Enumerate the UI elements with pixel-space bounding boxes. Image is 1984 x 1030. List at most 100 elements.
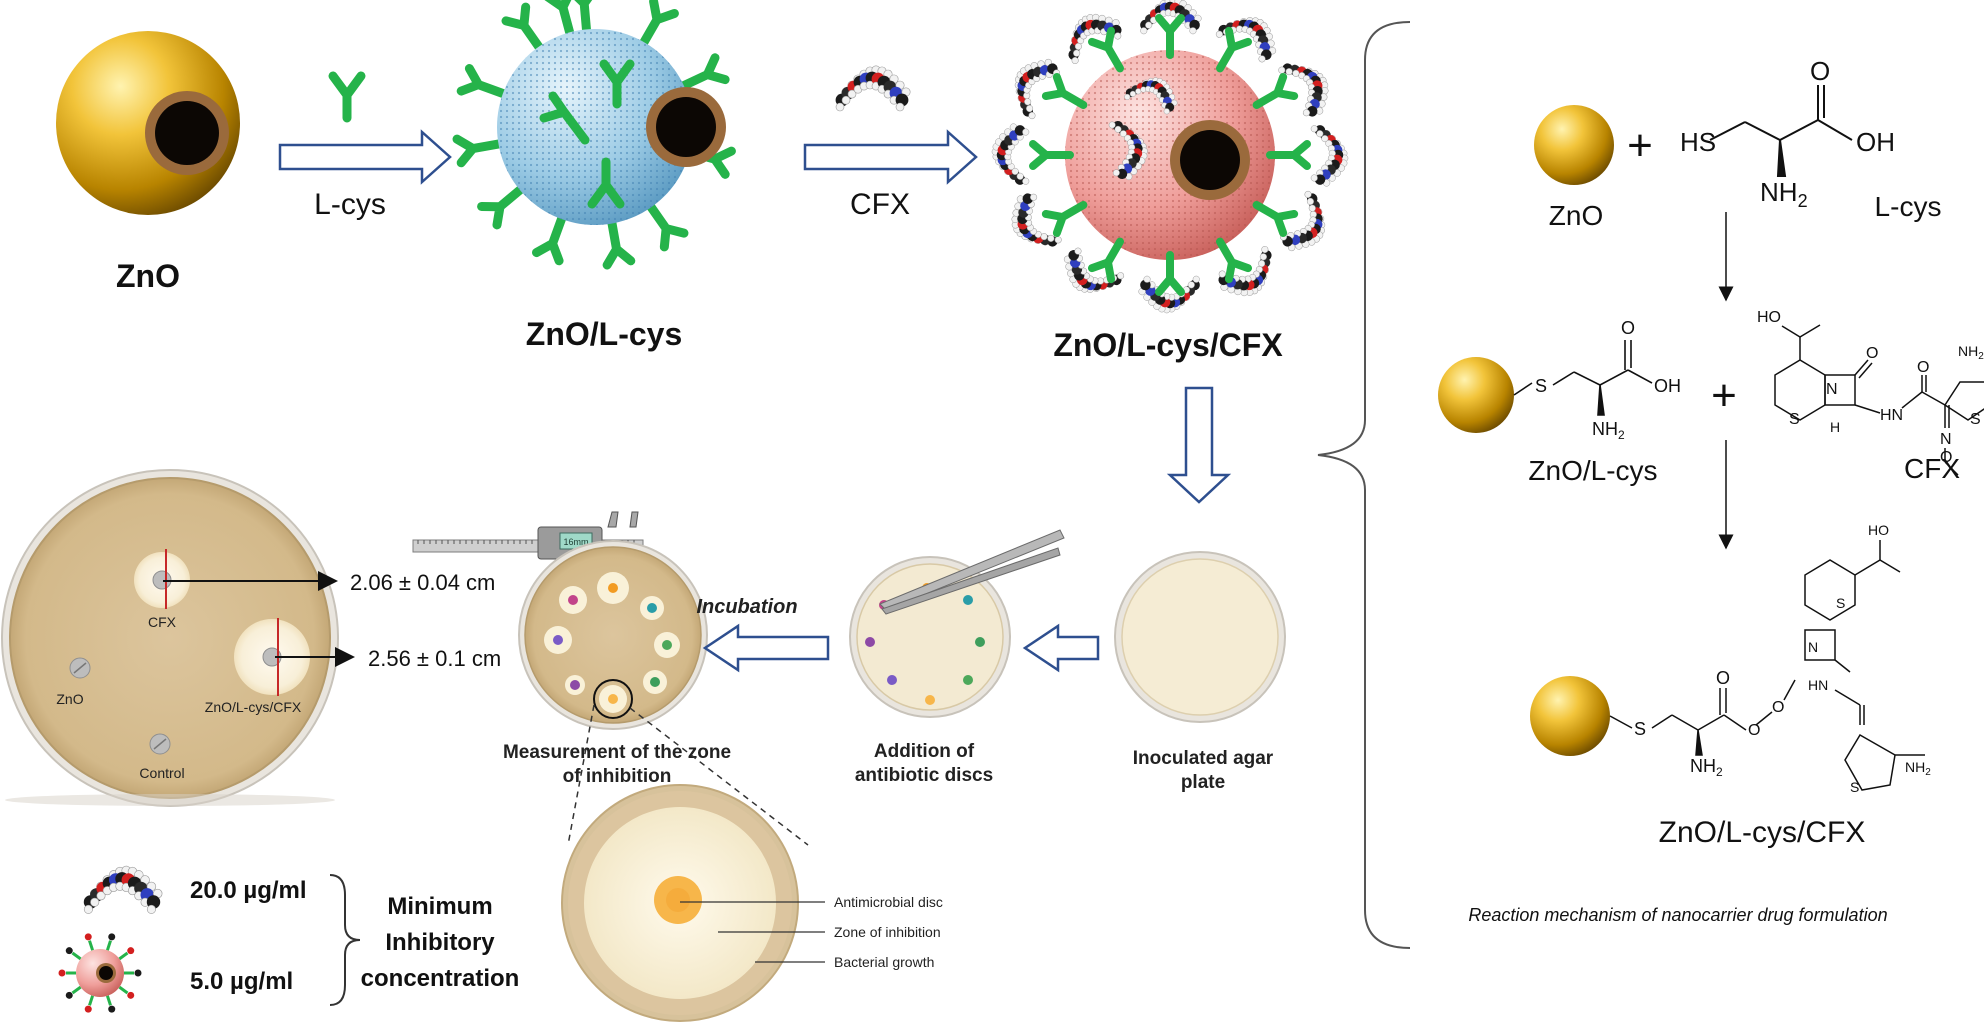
zno-lcys-particle bbox=[452, 0, 736, 270]
mech-cfx-o2-label: O bbox=[1917, 359, 1929, 376]
mech-zno-lcys-sphere bbox=[1438, 357, 1514, 433]
mech-lcys-label: L-cys bbox=[1875, 191, 1942, 222]
antibody-arm bbox=[637, 0, 679, 51]
mech-product-n-label: N bbox=[1808, 639, 1818, 655]
mech-cfx-s-label: S bbox=[1789, 411, 1800, 428]
mech-oh-label-2: OH bbox=[1654, 376, 1681, 396]
mic-nanoparticle-icon bbox=[58, 933, 142, 1013]
antibody-arm bbox=[544, 0, 576, 41]
mech-product-nh2-label: NH2 bbox=[1690, 756, 1723, 779]
antibody-arm bbox=[501, 2, 546, 55]
legend-disc-label: Antimicrobial disc bbox=[834, 894, 943, 910]
mic-title-line2: Inhibitory bbox=[385, 929, 495, 956]
mech-caption: Reaction mechanism of nanocarrier drug f… bbox=[1468, 905, 1887, 925]
mech-zno-lcys-label: ZnO/L-cys bbox=[1528, 455, 1657, 486]
cfx-inhibition-zone bbox=[134, 549, 190, 609]
mech-cfx-s2-label: S bbox=[1970, 411, 1981, 428]
mic-nano-value: 5.0 µg/ml bbox=[190, 968, 293, 995]
arrow-incubation bbox=[702, 623, 830, 673]
step1-reagent-label: L-cys bbox=[314, 188, 386, 221]
antibody-arm bbox=[456, 64, 512, 100]
mic-brace bbox=[329, 874, 361, 1006]
antibody-arm bbox=[602, 215, 636, 270]
zno-lcys-cfx-label: ZnO/L-cys/CFX bbox=[1053, 327, 1283, 363]
mech-cfx-n-label: N bbox=[1826, 381, 1838, 398]
legend-growth-label: Bacterial growth bbox=[834, 954, 934, 970]
measurement-petri-dish bbox=[518, 540, 708, 730]
zno-lcys-cfx-particle bbox=[991, 0, 1349, 314]
mic-title-line1: Minimum bbox=[387, 893, 492, 920]
mech-product-structure bbox=[1609, 540, 1925, 791]
mech-product-o2-label: O bbox=[1748, 722, 1760, 739]
zno-disc bbox=[69, 657, 91, 679]
cfx-zone-value: 2.06 ± 0.04 cm bbox=[350, 570, 495, 595]
antibody-arm bbox=[452, 134, 507, 168]
mech-cfx-label: CFX bbox=[1904, 453, 1960, 484]
combo-disc-label: ZnO/L-cys/CFX bbox=[205, 699, 302, 715]
mech-cfx-n2-label: N bbox=[1940, 431, 1952, 448]
mech-lcys-structure bbox=[1709, 85, 1853, 177]
combo-inhibition-zone bbox=[234, 618, 310, 696]
mech-product-s-label: S bbox=[1634, 719, 1646, 739]
step2-reagent-label: CFX bbox=[850, 188, 910, 221]
zno-lcys-label: ZnO/L-cys bbox=[526, 316, 682, 352]
mech-zno-sphere bbox=[1534, 105, 1614, 185]
control-disc-label: Control bbox=[139, 765, 184, 781]
lcys-antibody-icon bbox=[328, 71, 366, 123]
antibody-arm bbox=[477, 182, 528, 230]
mech-cfx-o3-label: O bbox=[1940, 449, 1952, 466]
control-disc bbox=[149, 733, 171, 755]
mech-zno-label: ZnO bbox=[1549, 200, 1603, 231]
mech-nh2-label-2: NH2 bbox=[1592, 419, 1625, 442]
measurement-label-line1: Measurement of the zone bbox=[503, 742, 731, 763]
mech-o-label-1: O bbox=[1810, 56, 1830, 86]
mech-cfx-o-label: O bbox=[1866, 345, 1878, 362]
mic-title-line3: concentration bbox=[361, 965, 520, 992]
discs-label-line1: Addition of bbox=[874, 741, 975, 762]
antibody-arm bbox=[574, 0, 593, 38]
antibody-arm bbox=[532, 210, 568, 266]
mech-hs-label: HS bbox=[1680, 127, 1716, 157]
zno-label: ZnO bbox=[116, 258, 180, 294]
mech-s-label-1: S bbox=[1535, 376, 1547, 396]
mech-product-hn-label: HN bbox=[1808, 677, 1828, 693]
cfx-disc-label: CFX bbox=[148, 614, 177, 630]
mech-oh-label-1: OH bbox=[1856, 127, 1895, 157]
arrow-step2 bbox=[803, 129, 978, 185]
mech-product-o3-label: O bbox=[1772, 699, 1784, 716]
agar-label-line2: plate bbox=[1181, 772, 1225, 793]
mech-nh2-label-1: NH2 bbox=[1760, 177, 1808, 211]
mechanism-brace bbox=[1317, 21, 1411, 949]
inhibition-zone-legend-circle bbox=[561, 784, 799, 1022]
antibiotic-discs-petri-dish bbox=[849, 556, 1011, 718]
mech-o-label-2: O bbox=[1621, 318, 1635, 338]
mech-plus-2: + bbox=[1711, 371, 1737, 420]
results-petri-dish bbox=[1, 469, 339, 807]
mech-cfx-nh2-label: NH2 bbox=[1958, 343, 1984, 362]
mech-product-label: ZnO/L-cys/CFX bbox=[1659, 816, 1866, 849]
mech-zno-lcys-structure bbox=[1513, 340, 1653, 416]
mech-product-sphere bbox=[1530, 676, 1610, 756]
antibody-arm bbox=[644, 199, 689, 252]
combo-zone-value: 2.56 ± 0.1 cm bbox=[368, 646, 501, 671]
legend-zone-label: Zone of inhibition bbox=[834, 924, 941, 940]
agar-label-line1: Inoculated agar bbox=[1133, 748, 1274, 769]
incubation-label: Incubation bbox=[696, 596, 797, 618]
mech-product-o-label: O bbox=[1716, 668, 1730, 688]
mic-cfx-value: 20.0 µg/ml bbox=[190, 877, 307, 904]
mech-plus-1: + bbox=[1627, 121, 1653, 170]
mech-product-s3-label: S bbox=[1850, 779, 1859, 795]
mic-cfx-molecule-icon bbox=[83, 865, 163, 914]
mech-product-s2-label: S bbox=[1836, 595, 1845, 611]
mech-cfx-structure bbox=[1774, 324, 1984, 476]
zno-particle bbox=[56, 31, 240, 215]
arrow-add-discs bbox=[1022, 623, 1100, 673]
forceps-tool bbox=[879, 529, 1065, 615]
discs-label-line2: antibiotic discs bbox=[855, 765, 993, 786]
mech-product-nh2b-label: NH2 bbox=[1905, 759, 1931, 778]
cfx-molecule-icon bbox=[835, 65, 911, 112]
caliper-reading: 16mm bbox=[563, 537, 588, 547]
antibody-arm bbox=[675, 53, 730, 92]
